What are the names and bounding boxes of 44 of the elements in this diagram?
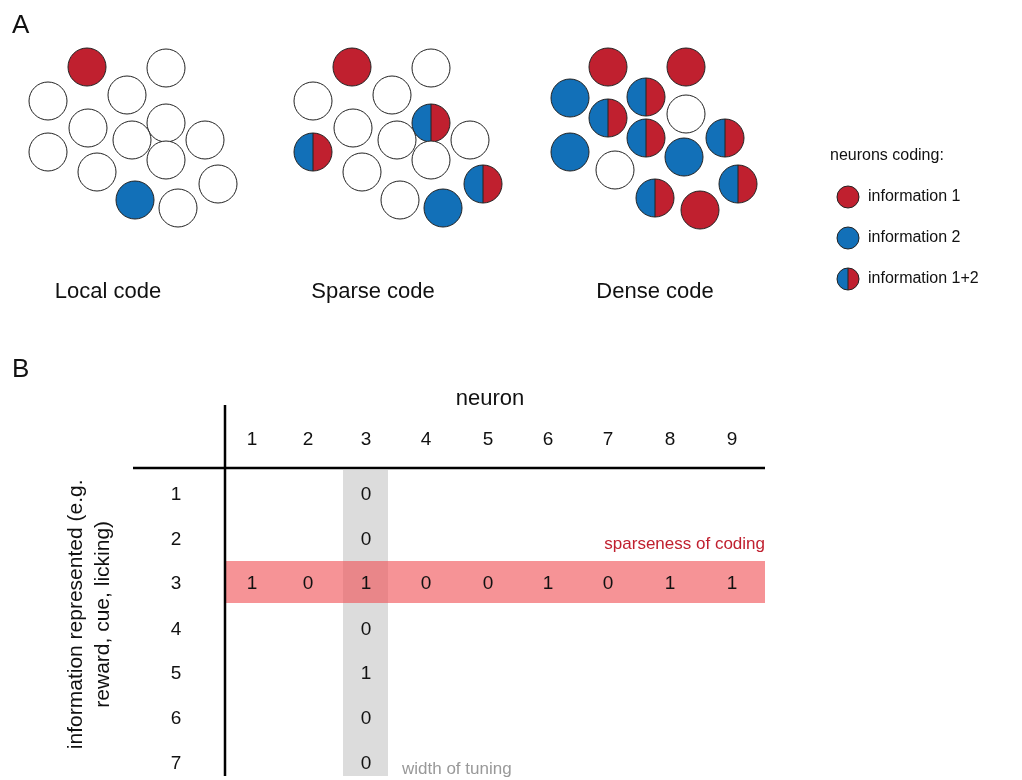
table-value: 1 bbox=[360, 662, 372, 682]
table-value: 1 bbox=[726, 572, 738, 592]
table-value: 0 bbox=[302, 572, 314, 592]
legend-label: information 2 bbox=[868, 229, 961, 245]
legend-title: neurons coding: bbox=[830, 147, 944, 163]
axis-title: information represented (e.g. reward, cue, licking) bbox=[61, 478, 114, 752]
row-header: 2 bbox=[170, 528, 182, 548]
column-header: 7 bbox=[602, 428, 614, 448]
table-value: 0 bbox=[360, 752, 372, 772]
table-value: 0 bbox=[482, 572, 494, 592]
table-value: 0 bbox=[420, 572, 432, 592]
row-header: 7 bbox=[170, 752, 182, 772]
legend-label: information 1+2 bbox=[868, 270, 979, 286]
table-value: 0 bbox=[360, 707, 372, 727]
column-header: 8 bbox=[664, 428, 676, 448]
row-header: 3 bbox=[170, 572, 182, 592]
panel-label: A bbox=[12, 11, 30, 37]
column-header: 6 bbox=[542, 428, 554, 448]
annotation: width of tuning bbox=[402, 759, 512, 777]
column-header: 4 bbox=[420, 428, 432, 448]
table-value: 0 bbox=[360, 528, 372, 548]
table-value: 0 bbox=[602, 572, 614, 592]
column-header: 1 bbox=[246, 428, 258, 448]
panel-caption: Sparse code bbox=[311, 280, 435, 302]
table-value: 1 bbox=[360, 572, 372, 592]
axis-title: neuron bbox=[455, 387, 525, 409]
table-value: 0 bbox=[360, 483, 372, 503]
panel-caption: Dense code bbox=[596, 280, 714, 302]
row-header: 5 bbox=[170, 662, 182, 682]
table-value: 1 bbox=[246, 572, 258, 592]
row-header: 6 bbox=[170, 707, 182, 727]
column-header: 9 bbox=[726, 428, 738, 448]
legend-label: information 1 bbox=[868, 188, 961, 204]
table-value: 1 bbox=[542, 572, 554, 592]
column-header: 5 bbox=[482, 428, 494, 448]
table-value: 1 bbox=[664, 572, 676, 592]
annotation: sparseness of coding bbox=[604, 534, 765, 552]
table-value: 0 bbox=[360, 618, 372, 638]
panel-label: B bbox=[12, 355, 30, 381]
column-header: 3 bbox=[360, 428, 372, 448]
row-header: 4 bbox=[170, 618, 182, 638]
column-header: 2 bbox=[302, 428, 314, 448]
panel-caption: Local code bbox=[54, 280, 162, 302]
row-header: 1 bbox=[170, 483, 182, 503]
